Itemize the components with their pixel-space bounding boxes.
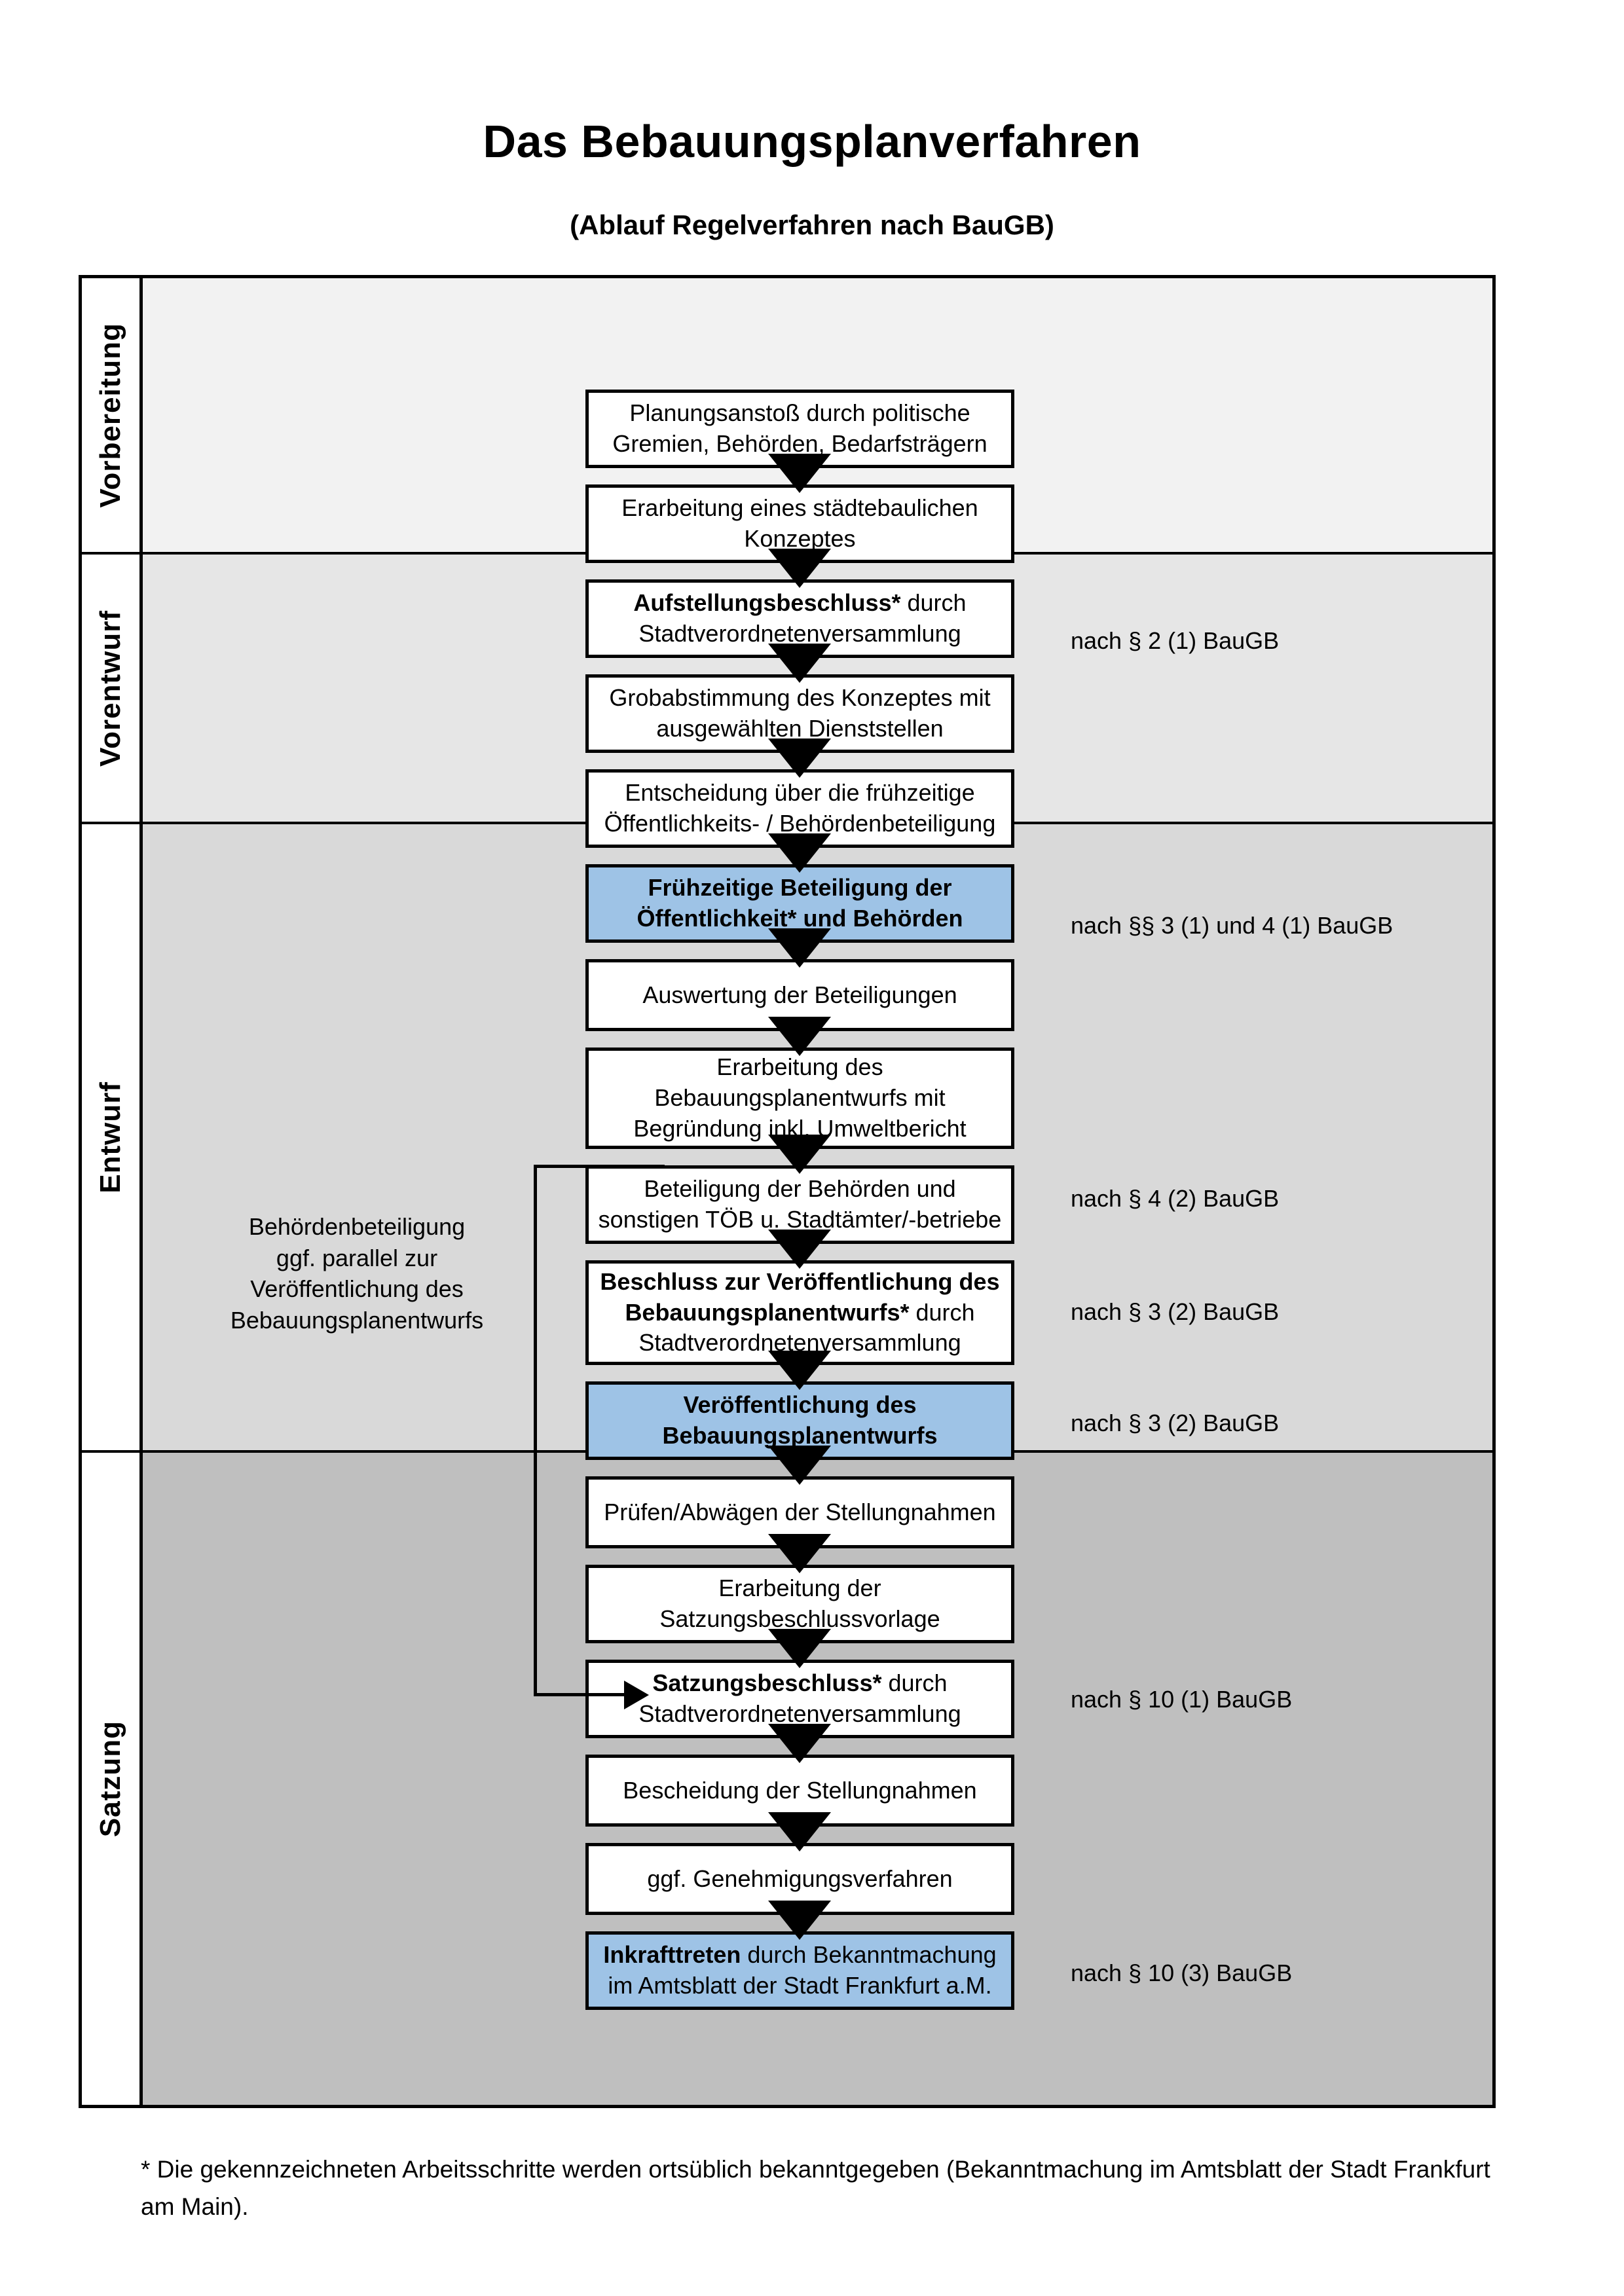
step-12-line-1: Prüfen/Abwägen der Stellungnahmen — [604, 1498, 996, 1525]
legal-note-2: nach §§ 3 (1) und 4 (1) BauGB — [1071, 912, 1393, 939]
step-15-line-1: Bescheidung der Stellungnahmen — [623, 1776, 977, 1804]
phase-label-text: Vorbereitung — [94, 322, 126, 508]
step-3-line-2: Stadtverordnetenversammlung — [638, 620, 961, 647]
page-title: Das Bebauungsplanverfahren — [483, 116, 1141, 167]
legal-note-4: nach § 3 (2) BauGB — [1071, 1298, 1280, 1325]
step-11-line-2: Bebauungsplanentwurfs — [662, 1422, 938, 1449]
step-box-13[interactable]: Erarbeitung der Satzungsbeschlussvorlage — [585, 1565, 1014, 1643]
arrow-3-to-4 — [768, 644, 831, 683]
phase-label-satzung: Satzung — [82, 1453, 139, 2105]
step-10-strong-1: Beschluss zur Veröffentlichung des — [600, 1267, 1000, 1295]
label-column-divider — [139, 278, 143, 2105]
arrow-9-to-10 — [768, 1230, 831, 1269]
step-4-line-2: ausgewählten Dienststellen — [656, 715, 944, 742]
step-17-strong: Inkrafttreten — [603, 1941, 741, 1969]
legal-note-7: nach § 10 (3) BauGB — [1071, 1959, 1293, 1986]
step-5-line-2: Öffentlichkeits- / Behördenbeteiligung — [604, 810, 996, 837]
sidenote-line-2: ggf. parallel zur — [276, 1244, 438, 1271]
bypass-connector-vertical — [534, 1165, 537, 1696]
legal-note-6: nach § 10 (1) BauGB — [1071, 1686, 1293, 1713]
legal-note-1: nach § 2 (1) BauGB — [1071, 627, 1280, 654]
arrow-14-to-15 — [768, 1724, 831, 1763]
legal-note-5: nach § 3 (2) BauGB — [1071, 1410, 1280, 1436]
step-6-line-1: Frühzeitige Beteiligung der — [648, 874, 952, 902]
arrow-10-to-11 — [768, 1351, 831, 1390]
step-2-line-1: Erarbeitung eines städtebaulichen — [621, 494, 978, 522]
arrow-12-to-13 — [768, 1534, 831, 1573]
phase-label-text: Entwurf — [94, 1081, 126, 1194]
diagram-frame: Vorbereitung Vorentwurf Entwurf Satzung … — [79, 275, 1496, 2108]
bypass-connector-bottom — [534, 1693, 625, 1696]
bypass-connector-arrowhead — [624, 1681, 649, 1709]
step-box-12[interactable]: Prüfen/Abwägen der Stellungnahmen — [585, 1476, 1014, 1548]
phase-label-vorbereitung: Vorbereitung — [82, 278, 139, 552]
step-11-line-1: Veröffentlichung des — [683, 1391, 917, 1419]
step-3-rest: durch — [900, 589, 967, 617]
page-subtitle: (Ablauf Regelverfahren nach BauGB) — [570, 210, 1054, 240]
step-1-line-1: Planungsanstoß durch politische — [629, 399, 970, 427]
arrow-5-to-6 — [768, 833, 831, 873]
arrow-1-to-2 — [768, 454, 831, 493]
step-8-line-2: Bebauungsplanentwurfs mit — [654, 1084, 946, 1112]
step-9-line-1: Beteiligung der Behörden und — [644, 1175, 956, 1203]
step-1-line-2: Gremien, Behörden, Bedarfsträgern — [612, 430, 987, 457]
arrow-15-to-16 — [768, 1812, 831, 1851]
step-13-line-1: Erarbeitung der — [718, 1575, 881, 1602]
step-5-line-1: Entscheidung über die frühzeitige — [625, 779, 975, 807]
step-9-line-2: sonstigen TÖB u. Stadtämter/-betriebe — [598, 1206, 1002, 1233]
step-7-line-1: Auswertung der Beteiligungen — [642, 981, 957, 1008]
phase-label-entwurf: Entwurf — [82, 824, 139, 1450]
sidenote-line-3: Veröffentlichung des — [250, 1275, 464, 1303]
arrow-6-to-7 — [768, 928, 831, 968]
arrow-11-to-12 — [768, 1446, 831, 1485]
arrow-16-to-17 — [768, 1901, 831, 1940]
arrow-4-to-5 — [768, 738, 831, 778]
sidenote-line-1: Behördenbeteiligung — [248, 1213, 466, 1240]
step-17-line-2: im Amtsblatt der Stadt Frankfurt a.M. — [608, 1972, 992, 1999]
step-box-8[interactable]: Erarbeitung des Bebauungsplanentwurfs mi… — [585, 1048, 1014, 1149]
step-17-rest: durch Bekanntmachung — [741, 1941, 997, 1969]
step-4-line-1: Grobabstimmung des Konzeptes mit — [609, 684, 991, 712]
step-16-line-1: ggf. Genehmigungsverfahren — [647, 1865, 953, 1892]
arrow-7-to-8 — [768, 1017, 831, 1056]
sidenote-behoerdenbeteiligung: Behördenbeteiligung ggf. parallel zur Ve… — [180, 1211, 534, 1336]
phase-label-vorentwurf: Vorentwurf — [82, 555, 139, 822]
step-10-rest: durch — [909, 1298, 975, 1326]
step-14-rest: durch — [881, 1669, 948, 1697]
sidenote-line-4: Bebauungsplanentwurfs — [230, 1306, 484, 1334]
step-3-strong: Aufstellungsbeschluss* — [633, 589, 901, 617]
step-6-line-2: Öffentlichkeit* und Behörden — [637, 905, 963, 932]
step-box-17[interactable]: Inkrafttreten durch Bekanntmachung im Am… — [585, 1931, 1014, 2010]
arrow-2-to-3 — [768, 549, 831, 588]
legal-note-3: nach § 4 (2) BauGB — [1071, 1185, 1280, 1212]
footnote: * Die gekennzeichneten Arbeitsschritte w… — [141, 2156, 1490, 2221]
bypass-connector-top — [534, 1165, 665, 1168]
step-14-line-2: Stadtverordnetenversammlung — [638, 1700, 961, 1727]
step-14-strong: Satzungsbeschluss* — [652, 1669, 882, 1697]
arrow-13-to-14 — [768, 1629, 831, 1668]
step-box-10[interactable]: Beschluss zur Veröffentlichung des Bebau… — [585, 1260, 1014, 1365]
step-10-strong-2: Bebauungsplanentwurfs* — [625, 1298, 910, 1326]
phase-label-text: Satzung — [94, 1720, 126, 1838]
arrow-8-to-9 — [768, 1135, 831, 1174]
step-13-line-2: Satzungsbeschlussvorlage — [659, 1605, 940, 1632]
phase-label-text: Vorentwurf — [94, 610, 126, 767]
step-8-line-1: Erarbeitung des — [716, 1053, 883, 1081]
step-2-line-2: Konzeptes — [744, 525, 856, 552]
